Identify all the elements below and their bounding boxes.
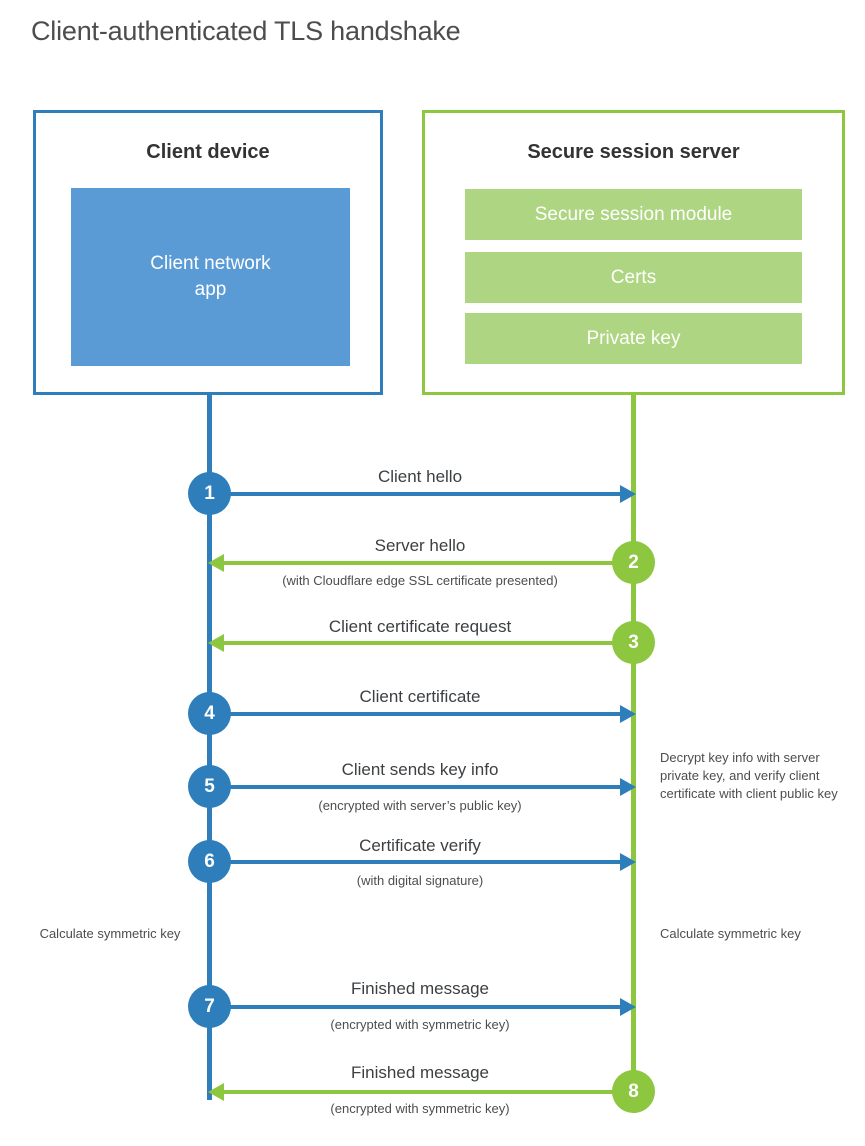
client-app-label-line1: Client network: [150, 253, 271, 275]
step-badge-6: 6: [188, 840, 231, 883]
message-7-sublabel: (encrypted with symmetric key): [330, 1017, 510, 1032]
client-device-box: Client device Client network app: [33, 110, 383, 395]
server-module-certs: Certs: [465, 252, 802, 303]
server-module-label: Private key: [586, 327, 681, 349]
message-8-sublabel: (encrypted with symmetric key): [330, 1101, 510, 1116]
message-8-label: Finished message: [351, 1063, 489, 1082]
server-module-private-key: Private key: [465, 313, 802, 364]
message-8-arrow-line: [212, 1090, 632, 1094]
secure-session-server-title: Secure session server: [527, 141, 740, 163]
step-badge-8: 8: [612, 1070, 655, 1113]
step-badge-7: 7: [188, 985, 231, 1028]
server-module-label: Secure session module: [534, 203, 733, 225]
message-5-arrow-line: [210, 785, 628, 789]
arrow-left-icon: [208, 554, 224, 572]
server-module-label: Certs: [610, 266, 657, 288]
message-4-label: Client certificate: [359, 687, 481, 706]
arrow-right-icon: [620, 853, 636, 871]
message-5-label: Client sends key info: [341, 760, 499, 779]
note-decrypt-key-info: Decrypt key info with server private key…: [660, 750, 838, 801]
arrow-right-icon: [620, 778, 636, 796]
step-badge-2: 2: [612, 541, 655, 584]
message-7-label: Finished message: [351, 979, 489, 998]
step-badge-5: 5: [188, 765, 231, 808]
client-network-app-label: Client network app: [150, 251, 270, 302]
arrow-left-icon: [208, 634, 224, 652]
step-badge-1: 1: [188, 472, 231, 515]
message-5-sublabel: (encrypted with server’s public key): [318, 798, 522, 813]
note-calculate-symmetric-key-server: Calculate symmetric key: [660, 926, 801, 941]
page-title: Client-authenticated TLS handshake: [31, 16, 461, 46]
message-7-arrow-line: [210, 1005, 628, 1009]
message-4-arrow-line: [210, 712, 628, 716]
message-6-arrow-line: [210, 860, 628, 864]
message-6-label: Certificate verify: [359, 836, 481, 855]
step-badge-3: 3: [612, 621, 655, 664]
message-3-label: Client certificate request: [328, 617, 512, 636]
message-1-label: Client hello: [377, 467, 463, 486]
message-2-arrow-line: [212, 561, 632, 565]
note-calculate-symmetric-key-client: Calculate symmetric key: [39, 926, 181, 941]
message-6-sublabel: (with digital signature): [356, 873, 484, 888]
message-2-label: Server hello: [374, 536, 466, 555]
arrow-right-icon: [620, 705, 636, 723]
step-badge-4: 4: [188, 692, 231, 735]
client-app-label-line2: app: [194, 279, 227, 300]
arrow-right-icon: [620, 485, 636, 503]
arrow-right-icon: [620, 998, 636, 1016]
client-network-app-block: Client network app: [71, 188, 350, 366]
secure-session-server-box: Secure session server Secure session mod…: [422, 110, 845, 395]
arrow-left-icon: [208, 1083, 224, 1101]
server-module-secure-session-module: Secure session module: [465, 189, 802, 240]
server-lifeline: [631, 395, 636, 1092]
client-device-title: Client device: [146, 141, 270, 163]
message-2-sublabel: (with Cloudflare edge SSL certificate pr…: [282, 573, 558, 588]
message-3-arrow-line: [212, 641, 632, 645]
client-lifeline: [207, 395, 212, 1100]
message-1-arrow-line: [210, 492, 628, 496]
